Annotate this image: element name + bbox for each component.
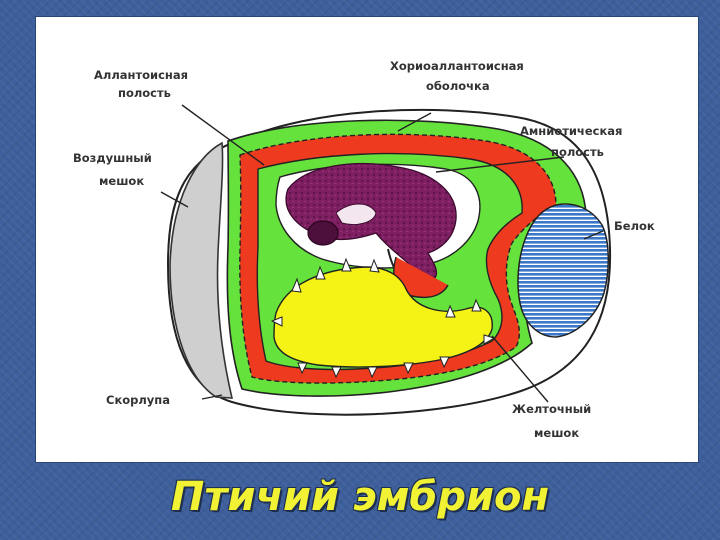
label-shell: Скорлупа [106, 393, 170, 407]
slide-title: Птичий эмбрион [170, 474, 550, 520]
bird-embryo-diagram: Аллантоисная полость Хориоаллантоисная о… [73, 59, 655, 440]
air-sac [169, 141, 234, 399]
svg-text:полость: полость [551, 145, 604, 159]
svg-text:мешок: мешок [534, 426, 579, 440]
leader-lines [160, 104, 604, 403]
diagram-panel: Аллантоисная полость Хориоаллантоисная о… [36, 17, 698, 462]
svg-text:Воздушный: Воздушный [73, 151, 152, 165]
albumen [517, 203, 610, 338]
label-amniotic-cavity: Амниотическая полость [520, 124, 622, 159]
svg-text:Хориоаллантоисная: Хориоаллантоисная [390, 59, 524, 73]
label-air-sac: Воздушный мешок [73, 151, 152, 188]
svg-text:полость: полость [118, 86, 171, 100]
label-yolk-sac: Желточный мешок [512, 402, 591, 440]
svg-text:Белок: Белок [614, 219, 655, 233]
label-albumen: Белок [614, 219, 655, 233]
yolk-sac-villi [270, 257, 496, 379]
embryo-limb [335, 203, 377, 226]
yolk [273, 266, 493, 368]
svg-text:оболочка: оболочка [426, 79, 490, 93]
svg-text:мешок: мешок [99, 174, 144, 188]
svg-text:Скорлупа: Скорлупа [106, 393, 170, 407]
embryo-eye [307, 220, 339, 246]
svg-text:Аллантоисная: Аллантоисная [94, 68, 188, 82]
svg-text:Амниотическая: Амниотическая [520, 124, 622, 138]
label-chorioallantoic-membrane: Хориоаллантоисная оболочка [390, 59, 524, 93]
label-allantoic-cavity: Аллантоисная полость [94, 68, 188, 100]
svg-text:Желточный: Желточный [512, 402, 591, 416]
